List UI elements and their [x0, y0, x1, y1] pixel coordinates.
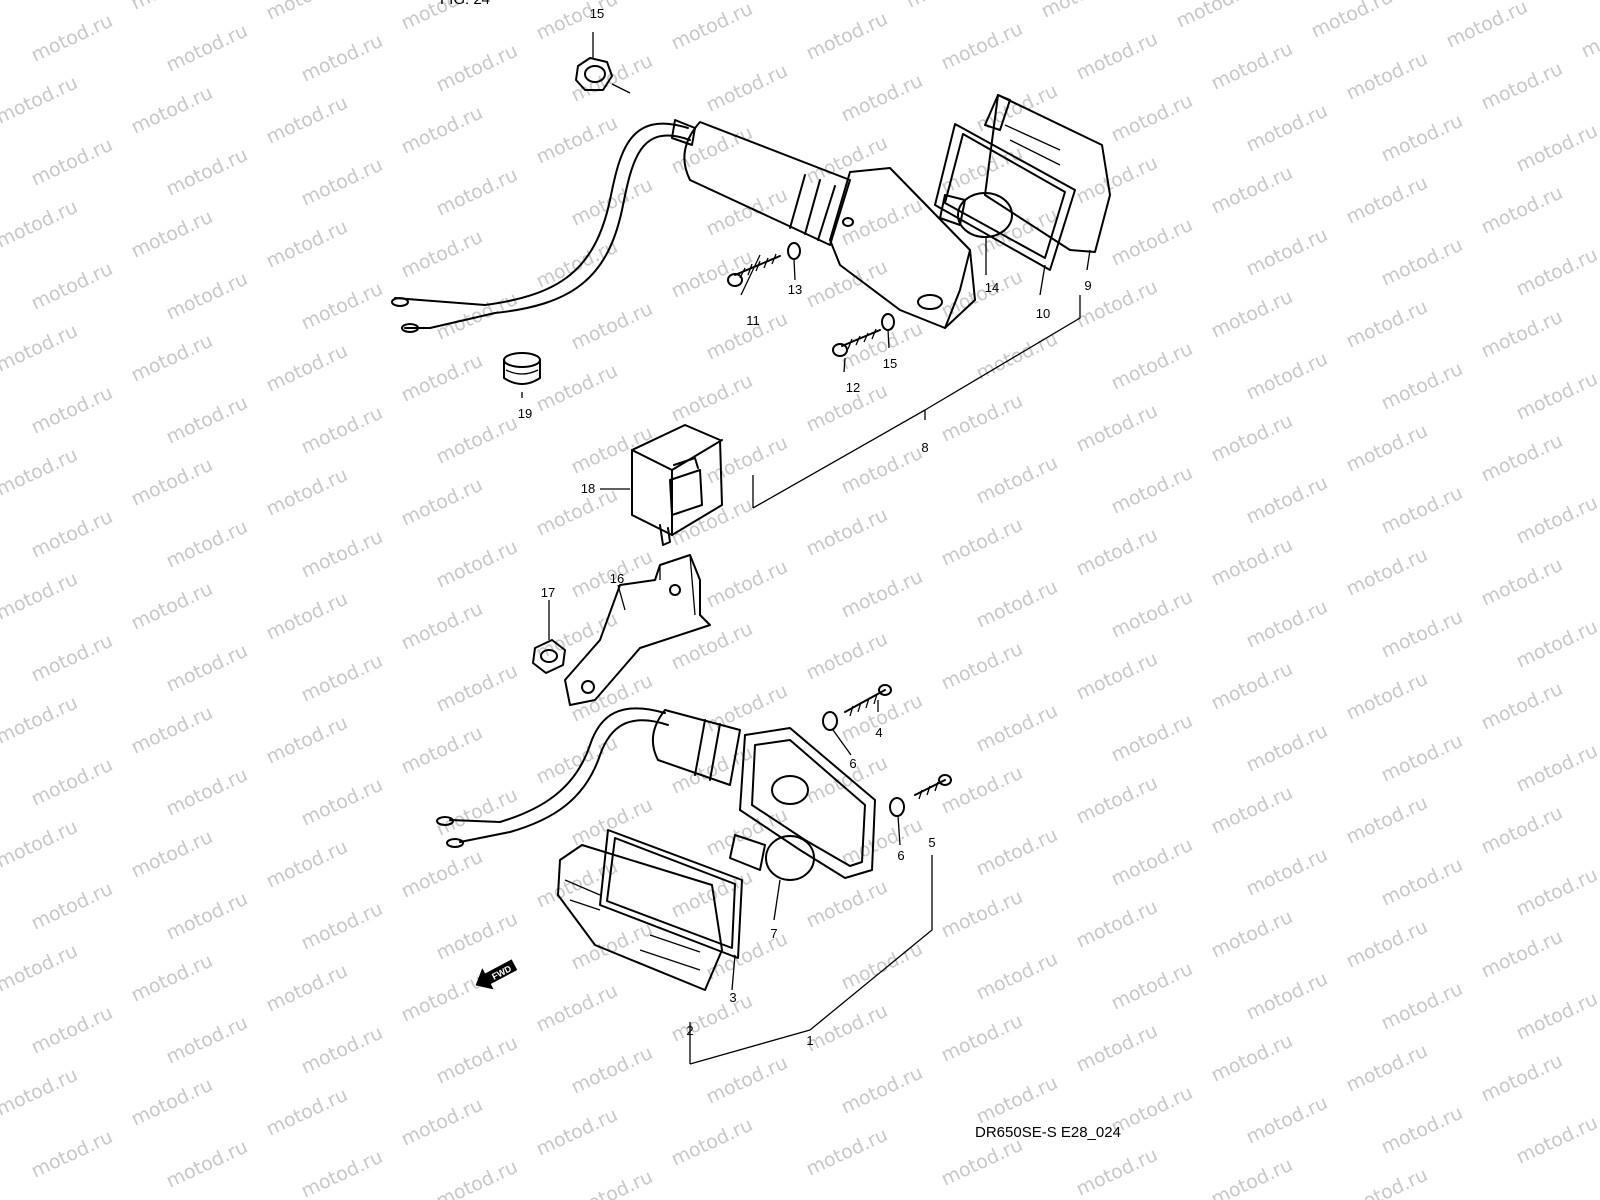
callout-15-b: 15 — [883, 356, 897, 371]
part-6-washer-b — [889, 797, 905, 817]
part-9-nut — [532, 639, 566, 674]
part-15-washer-b — [881, 313, 895, 331]
part-13-screw — [727, 253, 781, 287]
drawing-caption: DR650SE-S E28_024 — [975, 1124, 1121, 1141]
part-15-washer — [787, 242, 801, 260]
callout-5: 5 — [928, 835, 935, 850]
callout-4: 4 — [875, 725, 882, 740]
callout-9: 17 — [541, 585, 555, 600]
upper-turn-signal — [391, 94, 1111, 333]
lower-turn-signal — [436, 707, 876, 991]
callout-1: 1 — [806, 1033, 813, 1048]
callout-3: 3 — [729, 990, 736, 1005]
callout-12: 10 — [1036, 306, 1050, 321]
callout-17: 15 — [590, 6, 604, 21]
leader-lines — [521, 237, 1091, 1065]
part-14-screw — [832, 328, 881, 357]
fwd-arrow: FWD — [475, 959, 518, 990]
part-18-relay — [631, 424, 723, 546]
callout-6: 6 — [849, 756, 856, 771]
callout-7: 7 — [770, 926, 777, 941]
callout-2: 2 — [686, 1023, 693, 1038]
callout-14: 12 — [846, 380, 860, 395]
callout-16: 14 — [985, 280, 999, 295]
callout-labels: 15 11 13 14 10 9 12 15 19 8 18 16 17 4 6… — [518, 6, 1092, 1048]
part-19-grommet — [503, 352, 541, 385]
callout-18: 18 — [581, 481, 595, 496]
part-4-screw — [844, 684, 892, 717]
callout-6-b: 6 — [897, 848, 904, 863]
callout-8: 16 — [610, 571, 624, 586]
header-fragment: FIG. 24 — [440, 0, 490, 8]
callout-19: 19 — [518, 406, 532, 421]
callout-15: 13 — [788, 282, 802, 297]
callout-13: 11 — [746, 313, 760, 328]
callout-10: 8 — [921, 440, 928, 455]
part-6-washer — [822, 711, 838, 731]
part-8-bracket — [564, 554, 711, 706]
part-17-nut — [575, 32, 631, 94]
callout-11: 9 — [1084, 278, 1091, 293]
part-5-screw — [914, 774, 952, 800]
